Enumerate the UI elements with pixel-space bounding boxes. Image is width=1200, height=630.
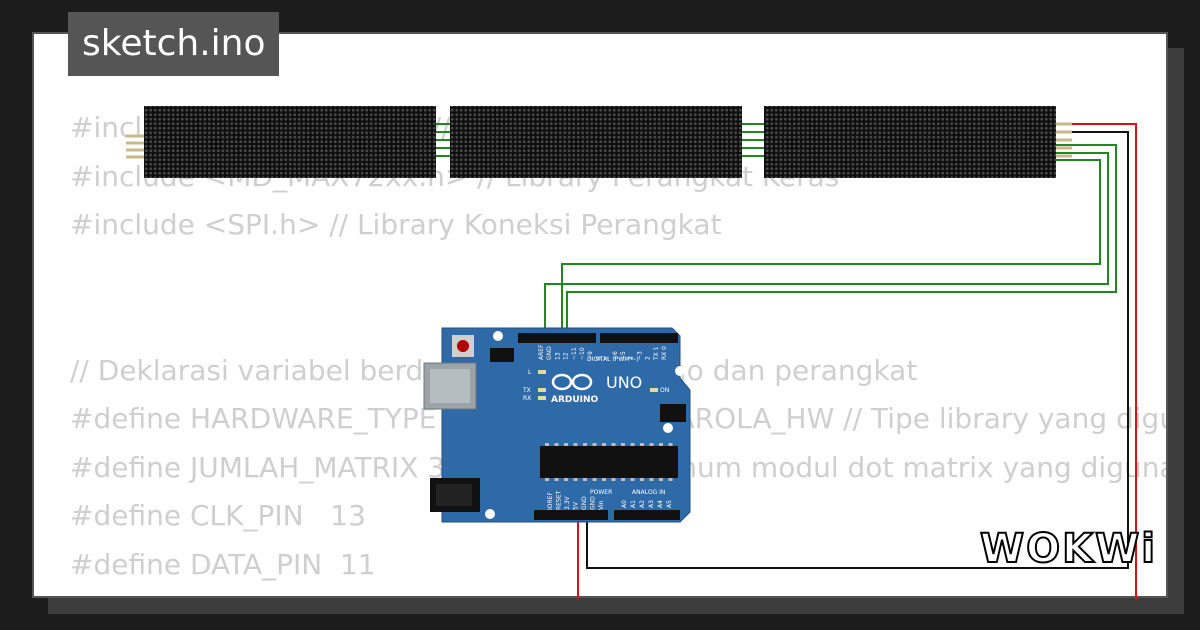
pin-label: RX 0 (661, 346, 668, 360)
pin-label: 7 (604, 356, 611, 360)
sketch-title[interactable]: sketch.ino (68, 12, 280, 76)
pin-label: 13 (554, 352, 561, 360)
pin-label: 4 (628, 356, 635, 360)
model-label: UNO (606, 373, 642, 392)
pin-label: GND (590, 496, 597, 510)
atmega-chip (540, 446, 678, 478)
pin-label: A4 (657, 500, 664, 508)
wire-vcc[interactable] (1056, 123, 1137, 600)
pin-label: TX 1 (653, 346, 660, 361)
wire-clk[interactable] (561, 159, 1101, 338)
pin-label: A5 (666, 500, 673, 508)
led-matrix-module-1[interactable] (144, 106, 436, 178)
pin-label: 8 (595, 356, 602, 360)
wokwi-logo: WOKWi (979, 525, 1157, 573)
power-label: POWER (590, 489, 612, 496)
pin-label: ~5 (620, 351, 627, 360)
pin-label: IOREF (547, 492, 554, 510)
reset-button[interactable] (457, 340, 469, 352)
on-led-label: ON (660, 387, 669, 394)
pin-label: GND (546, 346, 553, 360)
wire-gnd[interactable] (586, 131, 1129, 569)
code-line: #define CLK_PIN 13 (70, 499, 366, 532)
rx-led-label: RX (523, 395, 531, 402)
pin-label: GND (581, 496, 588, 510)
pin-label: A2 (639, 500, 646, 508)
led-matrix-module-3[interactable] (764, 106, 1056, 178)
pin-label: ~11 (571, 347, 578, 360)
pin-label: 2 (645, 356, 652, 360)
tx-led-label: TX (522, 387, 531, 394)
led-matrix-module-2[interactable] (450, 106, 742, 178)
pin-label: A1 (630, 500, 637, 508)
pin-label: A3 (648, 500, 655, 508)
pin-label: 3.3V (564, 495, 571, 510)
pin-label: RESET (556, 490, 563, 510)
pin-label: A0 (621, 500, 628, 508)
l-led-label: L (528, 369, 532, 376)
digital-header (518, 333, 596, 343)
code-line: #include <SPI.h> // Library Koneksi Pera… (70, 208, 722, 241)
brand-label: ARDUINO (551, 395, 599, 405)
pin-label: ~3 (636, 351, 643, 360)
analog-label: ANALOG IN (632, 489, 665, 496)
power-header (534, 510, 608, 520)
wire-din[interactable] (566, 144, 1117, 338)
pin-label: AREF (538, 344, 545, 360)
analog-header (614, 510, 680, 520)
arduino-uno-board[interactable]: DIGITAL (PWM ~) L TX RX ON POWER ANALOG … (423, 327, 691, 523)
arduino-logo-icon (551, 373, 593, 391)
pin-label: 5V (573, 501, 580, 510)
pin-label: ~10 (579, 347, 586, 360)
digital-label: DIGITAL (PWM ~) (587, 356, 639, 363)
pin-label: ~6 (612, 351, 619, 360)
pin-label: ~9 (587, 351, 594, 360)
wire-cs[interactable] (544, 152, 1109, 338)
pin-label: Vin (598, 500, 605, 510)
pin-label: 12 (563, 352, 570, 360)
code-line: #define DATA_PIN 11 (70, 547, 376, 581)
